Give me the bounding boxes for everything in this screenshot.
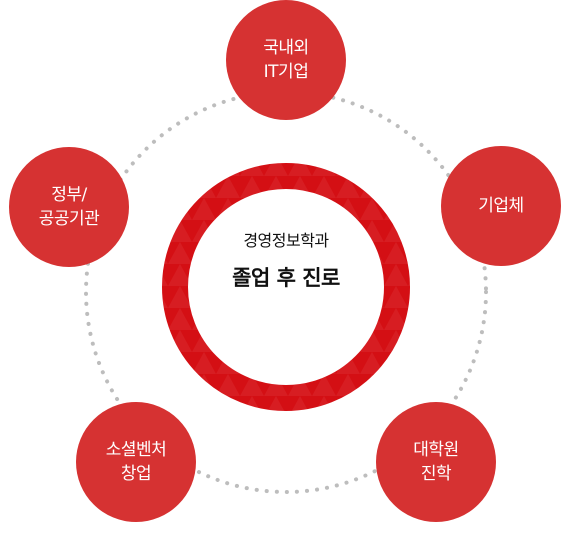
node-startup: 소셜벤처 창업: [76, 402, 196, 522]
center-heading: 졸업 후 진로: [232, 266, 340, 290]
node-label: 진학: [420, 464, 452, 484]
node-domestic-it: 국내외 IT기업: [226, 0, 346, 120]
node-label: IT기업: [263, 62, 309, 82]
center-subtitle: 경영정보학과: [243, 231, 329, 250]
node-graduate-school: 대학원 진학: [376, 402, 496, 522]
node-label: 대학원: [413, 440, 459, 460]
node-label: 기업체: [478, 196, 524, 216]
node-label: 창업: [120, 464, 152, 484]
dotted-orbit: [84, 90, 488, 494]
node-label: 공공기관: [38, 209, 100, 229]
node-enterprise: 기업체: [441, 146, 561, 266]
center-ring-pattern: [162, 163, 410, 411]
center-title: 경영정보학과 졸업 후 진로: [186, 228, 386, 292]
node-label: 소셜벤처: [105, 440, 167, 460]
node-government: 정부/ 공공기관: [9, 147, 129, 267]
node-label: 국내외: [263, 38, 309, 58]
node-label: 정부/: [51, 185, 87, 205]
